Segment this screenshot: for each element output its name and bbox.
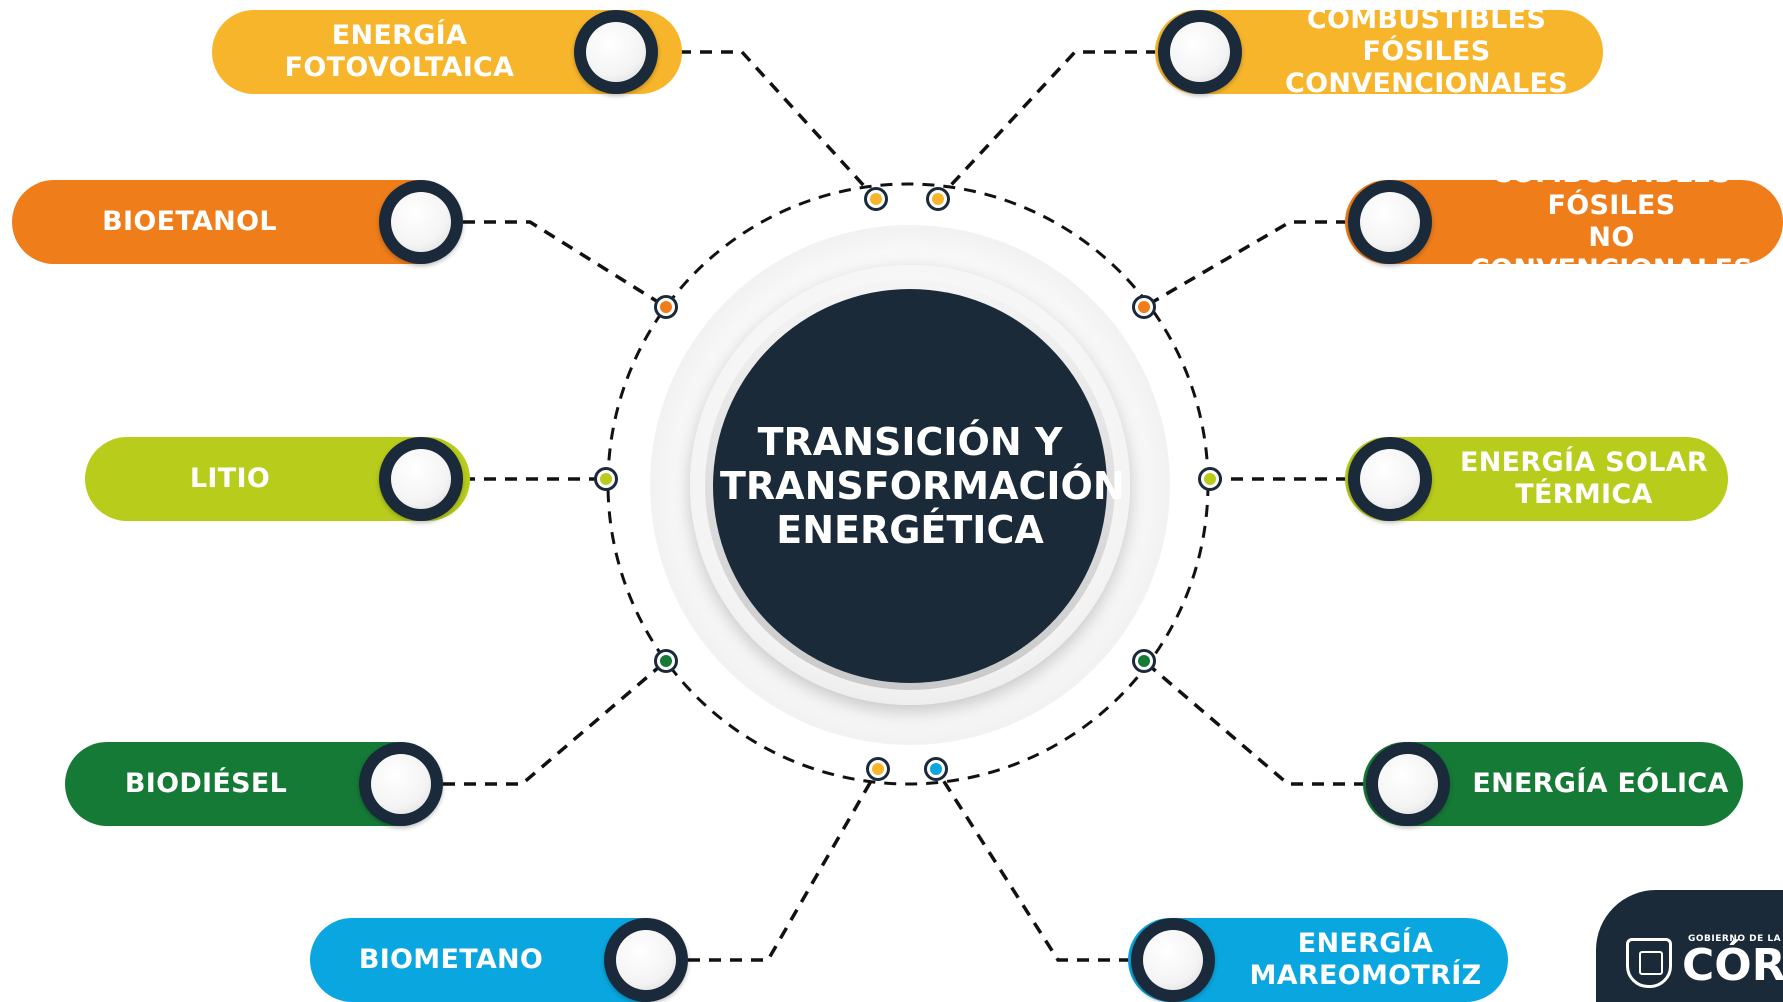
node-knob-energia-mareomotriz xyxy=(1131,918,1215,1002)
logo-small-text: GOBIERNO DE LA PROVINCIA DE xyxy=(1688,934,1783,944)
connector-line-biometano xyxy=(688,768,880,962)
node-knob-energia-fotovoltaica xyxy=(574,10,658,94)
ring-dot xyxy=(654,649,678,673)
node-knob-bioetanol xyxy=(379,180,463,264)
connector-line-energia-mareomotriz xyxy=(934,768,1131,962)
center-title-line: TRANSICIÓN Y xyxy=(757,420,1063,464)
node-label-line: ENERGÍA xyxy=(1297,928,1434,959)
connector-line-combustibles-fosiles-convencionales xyxy=(936,50,1158,201)
connector-line-combustibles-fosiles-no-convencionales xyxy=(1143,220,1348,309)
node-label: COMBUSTIBLES FÓSILES NO CONVENCIONALES xyxy=(1440,158,1783,286)
center-title-line: ENERGÉTICA xyxy=(776,508,1044,552)
connector-line-energia-eolica xyxy=(1142,659,1366,786)
ring-dot xyxy=(1132,295,1156,319)
cordoba-government-logo: GOBIERNO DE LA PROVINCIA DE CÓRDOBA xyxy=(1596,890,1783,1002)
ring-dot xyxy=(864,187,888,211)
node-label-line: ENERGÍA xyxy=(331,20,468,51)
node-label-line: FOTOVOLTAICA xyxy=(284,52,515,83)
ring-dot xyxy=(924,757,948,781)
node-knob-combustibles-fosiles-convencionales xyxy=(1158,10,1242,94)
node-label: ENERGÍA EÓLICA xyxy=(1462,768,1738,800)
node-knob-biodiesel xyxy=(359,742,443,826)
node-knob-combustibles-fosiles-no-convencionales xyxy=(1348,180,1432,264)
node-label-line: CONVENCIONALES xyxy=(1285,68,1568,99)
connector-line-bioetanol xyxy=(463,220,667,309)
node-label: ENERGÍA FOTOVOLTAICA xyxy=(275,20,525,84)
ring-dot xyxy=(594,467,618,491)
node-label: LITIO xyxy=(180,463,280,495)
node-label: BIOMETANO xyxy=(349,944,553,976)
center-title-line: TRANSFORMACIÓN xyxy=(720,464,1125,508)
ring-dot xyxy=(866,757,890,781)
node-label: BIOETANOL xyxy=(92,206,287,238)
node-knob-litio xyxy=(379,437,463,521)
node-knob-energia-eolica xyxy=(1366,742,1450,826)
node-label-line: NO CONVENCIONALES xyxy=(1470,222,1753,285)
node-label: ENERGÍA MAREOMOTRÍZ xyxy=(1240,928,1492,992)
node-label-line: BIOETANOL xyxy=(102,206,277,237)
node-label-line: ENERGÍA SOLAR xyxy=(1460,447,1708,478)
node-label-line: COMBUSTIBLES FÓSILES xyxy=(1306,4,1547,67)
ring-dot xyxy=(926,187,950,211)
node-knob-energia-solar-termica xyxy=(1348,437,1432,521)
connector-line-energia-fotovoltaica xyxy=(658,50,878,201)
node-label-line: LITIO xyxy=(189,463,271,494)
node-label: COMBUSTIBLES FÓSILES CONVENCIONALES xyxy=(1250,4,1603,100)
node-label-line: MAREOMOTRÍZ xyxy=(1249,960,1482,991)
node-label-line: ENERGÍA EÓLICA xyxy=(1472,768,1729,799)
node-label-line: TÉRMICA xyxy=(1515,479,1653,510)
node-bioetanol: BIOETANOL xyxy=(12,180,462,264)
node-label-line: BIOMETANO xyxy=(358,944,544,975)
ring-dot xyxy=(1132,649,1156,673)
center-title: TRANSICIÓN Y TRANSFORMACIÓN ENERGÉTICA xyxy=(720,420,1125,552)
node-label: BIODIÉSEL xyxy=(115,768,297,800)
ring-dot xyxy=(1198,467,1222,491)
node-label-line: COMBUSTIBLES FÓSILES xyxy=(1491,158,1732,221)
connector-line-biodiesel xyxy=(443,659,668,786)
node-knob-biometano xyxy=(604,918,688,1002)
shield-icon xyxy=(1626,938,1672,988)
ring-dot xyxy=(654,295,678,319)
node-label: ENERGÍA SOLAR TÉRMICA xyxy=(1450,447,1718,511)
logo-big-text: CÓRDOBA xyxy=(1682,940,1783,991)
center-circle: TRANSICIÓN Y TRANSFORMACIÓN ENERGÉTICA xyxy=(713,289,1125,683)
node-label-line: BIODIÉSEL xyxy=(124,768,288,799)
